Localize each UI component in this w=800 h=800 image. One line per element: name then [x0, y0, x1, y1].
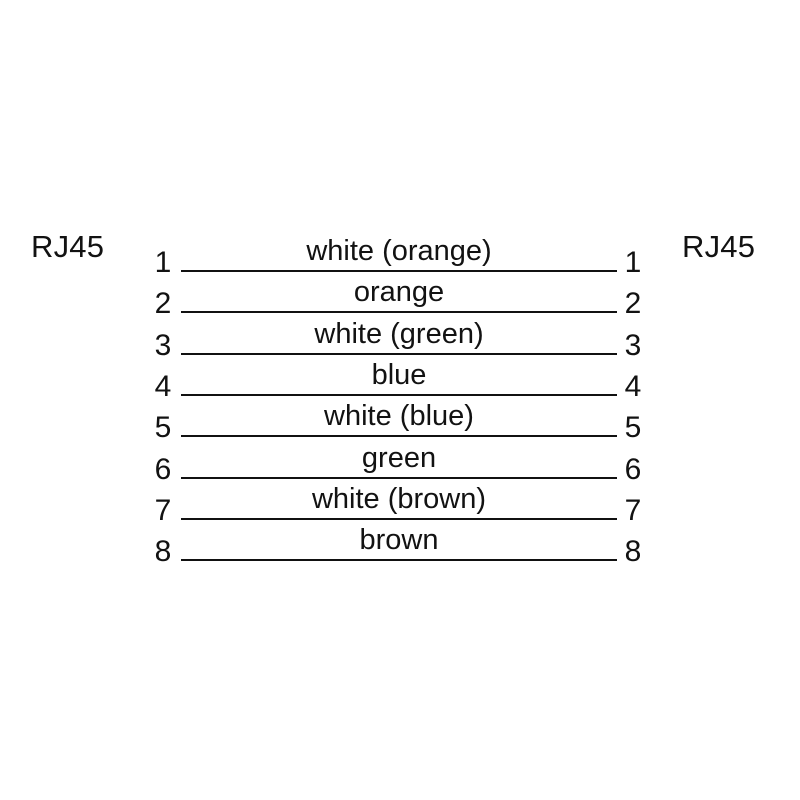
wire-line	[181, 559, 617, 562]
wire-line	[181, 476, 617, 479]
wire-line	[181, 311, 617, 314]
wire-line	[181, 393, 617, 396]
wire-line	[181, 270, 617, 272]
right-pin-number: 6	[624, 452, 642, 486]
wire-color-label: white (brown)	[311, 482, 487, 515]
left-pin-number: 6	[154, 452, 172, 486]
left-pin-number: 5	[154, 411, 172, 445]
left-pin-number: 2	[154, 287, 172, 321]
left-pin-number: 3	[154, 328, 172, 362]
right-pin-number: 2	[624, 287, 642, 321]
wire-color-label: green	[361, 441, 437, 474]
wire-line	[181, 435, 617, 438]
left-pin-number: 8	[154, 535, 172, 569]
wire-color-label: white (green)	[314, 317, 484, 350]
wire-color-label: blue	[371, 358, 427, 391]
right-pin-number: 7	[624, 493, 642, 527]
wire-color-label: orange	[353, 276, 445, 309]
wire-color-label: brown	[359, 524, 439, 557]
wire-color-label: white (blue)	[324, 400, 474, 433]
wire-line	[181, 352, 617, 355]
right-pin-number: 4	[624, 369, 642, 403]
left-connector-label: RJ45	[31, 229, 105, 264]
right-pin-number: 5	[624, 411, 642, 445]
right-pin-number: 1	[624, 246, 642, 279]
wire-color-label: white (orange)	[306, 235, 492, 267]
right-connector-label: RJ45	[682, 229, 756, 264]
right-pin-number: 8	[624, 535, 642, 569]
left-pin-number: 4	[154, 369, 172, 403]
left-pin-number: 1	[154, 246, 172, 279]
wire-line	[181, 517, 617, 520]
right-pin-number: 3	[624, 328, 642, 362]
left-pin-number: 7	[154, 493, 172, 527]
